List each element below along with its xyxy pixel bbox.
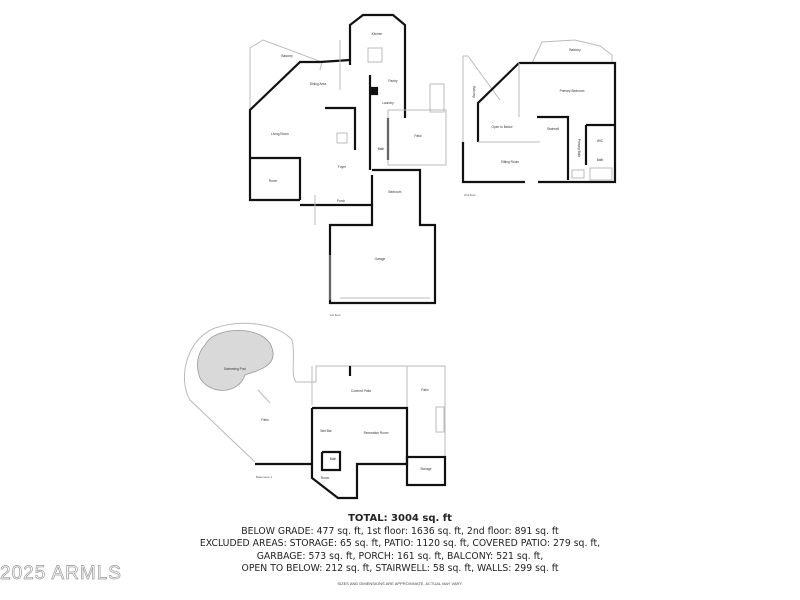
room-label: Living Room [271, 132, 289, 136]
first-floor-plan: Kitchen Balcony Dining Area Pantry Laund… [248, 13, 447, 317]
disclaimer: SIZES AND DIMENSIONS ARE APPROXIMATE, AC… [337, 581, 463, 586]
room-label: Dining Area [310, 82, 327, 86]
second-floor-plan: Primary Bedroom Balcony Balcony Open to … [461, 39, 617, 197]
floor-label: 1st floor [330, 313, 341, 317]
room-label: Laundry [382, 101, 394, 105]
floor-label: 2nd floor [464, 193, 476, 197]
room-label: Room [269, 179, 278, 183]
summary-line: EXCLUDED AREAS: STORAGE: 65 sq. ft, PATI… [199, 538, 601, 549]
total-area: TOTAL: 3004 sq. ft [348, 513, 452, 524]
room-label: Wet Bar [320, 429, 332, 433]
floor-label: Basement 1 [256, 475, 272, 479]
summary-line: OPEN TO BELOW: 212 sq. ft, STAIRWELL: 58… [241, 563, 559, 574]
room-label: Bath [597, 158, 604, 162]
watermark: 2025 ARMLS [0, 563, 122, 585]
room-label: Recreation Room [364, 431, 389, 435]
summary-line: BELOW GRADE: 477 sq. ft, 1st floor: 1636… [241, 525, 559, 537]
room-label: Bath [330, 457, 337, 461]
room-label: Patio [414, 134, 421, 138]
room-label: Room [321, 476, 330, 480]
room-label: Kitchen [372, 32, 383, 36]
room-label: Porch [337, 199, 346, 203]
room-label: Bedroom [389, 190, 402, 194]
room-label: Stairwell [547, 127, 559, 131]
basement-plan: Swimming Pool Patio Covered Patio Patio … [183, 322, 447, 500]
summary-line: GARBAGE: 573 sq. ft, PORCH: 161 sq. ft, … [256, 550, 544, 562]
room-label: Garage [375, 257, 386, 261]
room-label: Patio [261, 418, 268, 422]
room-label: Sitting Room [501, 160, 520, 164]
room-label: Balcony [472, 86, 476, 98]
room-label: Storage [420, 467, 431, 471]
room-label: Open to Below [492, 125, 514, 129]
room-label: Balcony [569, 48, 581, 52]
room-label: Primary Bedroom [560, 89, 585, 93]
room-label: Patio [421, 388, 428, 392]
room-label: Foyer [338, 165, 347, 169]
room-label: Swimming Pool [224, 367, 246, 371]
room-label: Bath [378, 147, 385, 151]
room-label: Covered Patio [351, 389, 371, 393]
swimming-pool [197, 329, 274, 391]
room-label: Pantry [388, 79, 398, 83]
room-label: WIC [597, 139, 604, 143]
area-summary: TOTAL: 3004 sq. ft BELOW GRADE: 477 sq. … [0, 513, 800, 576]
room-label: Balcony [281, 54, 293, 58]
room-label: Primary Bath [577, 139, 581, 158]
